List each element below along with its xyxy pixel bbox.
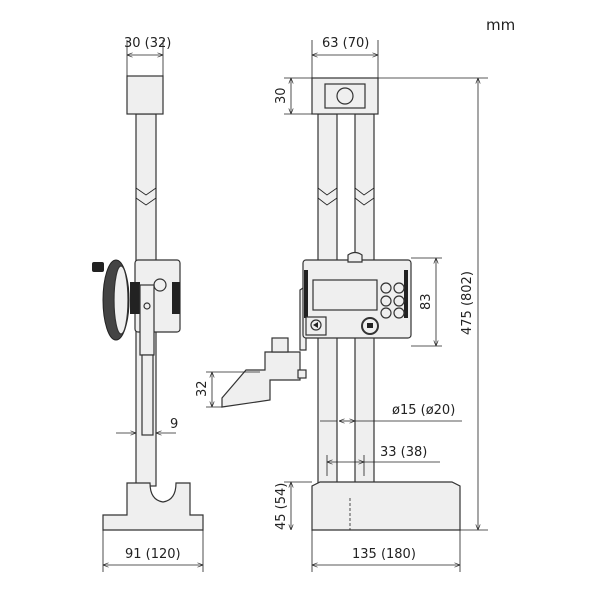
unit-label: mm <box>486 16 515 34</box>
scriber-height-label: 32 <box>195 380 210 397</box>
side-head <box>126 75 164 115</box>
side-base-width-label: 91 (120) <box>125 547 181 562</box>
front-view: 63 (70) 30 475 (802) 83 32 ø15 (ø20) 33 … <box>195 36 488 572</box>
lcd-screen <box>312 279 378 311</box>
base-height-label: 45 (54) <box>274 483 289 530</box>
front-head-width-label: 63 (70) <box>322 36 369 51</box>
front-base-width-label: 135 (180) <box>352 547 416 562</box>
front-base <box>311 481 461 531</box>
head-height-label: 30 <box>274 87 289 104</box>
side-head-width-label: 30 (32) <box>124 36 171 51</box>
keypad <box>380 282 405 319</box>
side-view: 30 (32) 9 91 (120) <box>92 36 204 572</box>
column-spacing-label: 33 (38) <box>380 445 427 460</box>
column-diameter-label: ø15 (ø20) <box>392 403 455 418</box>
scriber-holder <box>221 351 301 408</box>
total-height-label: 475 (802) <box>460 271 475 335</box>
side-base <box>102 482 204 531</box>
display-height-label: 83 <box>419 293 434 310</box>
blade-thickness-label: 9 <box>170 417 178 432</box>
